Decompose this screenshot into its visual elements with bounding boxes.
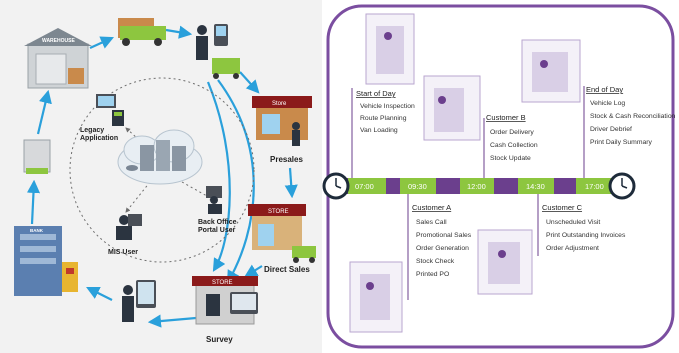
event-item: Print Outstanding Invoices [546,232,626,239]
bank-sign: BANK [30,228,44,233]
arrow-direct-to-survey [244,264,263,278]
event-item: Driver Debrief [590,126,632,133]
time-label: 09:30 [408,182,427,191]
presales-store-icon [252,96,312,146]
sales-rep-icon [122,280,156,322]
end-of-day-illustration [521,39,581,103]
arrow-driver-to-survey-2 [206,81,231,272]
event-item: Printed PO [416,271,449,278]
event-title: End of Day [586,85,623,94]
timeline-svg: 07:00 09:30 12:00 14:30 17:00 [322,4,676,349]
event-end-of-day: End of Day Vehicle Log Stock & Cash Reco… [586,85,676,146]
arrow-bank-to-van [26,179,41,225]
survey-store-icon [192,276,258,325]
start-of-day-illustration [365,13,415,85]
event-customer-b: Customer B Order Delivery Cash Collectio… [486,113,538,162]
event-item: Stock & Cash Reconciliation [590,113,676,120]
time-block-0930 [400,178,436,194]
time-label: 07:00 [355,182,374,191]
event-item: Stock Update [490,155,531,162]
survey-store-sign: STORE [212,280,233,286]
sales-cycle-svg: WAREHOUSE [14,18,316,344]
van-icon [23,139,51,174]
event-start-of-day: Start of Day Vehicle Inspection Route Pl… [356,89,415,134]
time-label: 14:30 [526,182,545,191]
event-item: Vehicle Log [590,100,625,107]
customer-b-illustration [423,75,481,141]
time-block-0700 [348,178,386,194]
start-clock-icon [322,172,350,200]
time-block-1700 [576,178,616,194]
event-customer-c: Customer C Unscheduled Visit Print Outst… [542,203,626,252]
day-timeline: 07:00 09:30 12:00 14:30 17:00 [322,0,679,353]
back-office-user-icon [206,186,222,214]
presales-label: Presales [270,155,303,164]
warehouse-icon [24,28,92,89]
customer-c-illustration [477,229,533,295]
event-title: Customer A [412,203,451,212]
survey-label: Survey [206,335,233,344]
mis-user-icon [116,214,142,240]
arrow-warehouse-to-truck [89,36,115,50]
event-item: Print Daily Summary [590,139,653,146]
cycle-arrows [26,25,298,328]
cloud-server-icon [117,129,203,185]
arrow-truck-to-driver [165,25,193,39]
sales-cycle-diagram: WAREHOUSE [0,0,322,353]
arrow-survey-to-rep [147,314,197,328]
event-item: Van Loading [360,127,398,134]
warehouse-label: WAREHOUSE [42,38,75,44]
event-item: Unscheduled Visit [546,219,600,226]
time-label: 12:00 [467,182,486,191]
event-item: Order Generation [416,245,469,252]
customer-a-illustration [349,261,403,333]
delivery-truck-icon [118,18,166,46]
direct-store-sign: STORE [268,209,289,215]
arrow-rep-to-bank [86,287,113,301]
event-title: Customer C [542,203,583,212]
arrow-driver-to-survey [217,79,255,284]
arrow-driver-to-presales [239,71,260,94]
event-title: Start of Day [356,89,396,98]
direct-sales-store-icon [248,204,316,263]
event-item: Cash Collection [490,142,538,149]
end-clock-icon [608,172,636,200]
time-block-1430 [518,178,554,194]
driver-handheld-icon [196,24,240,79]
event-item: Order Delivery [490,129,534,136]
event-item: Vehicle Inspection [360,103,415,110]
event-item: Sales Call [416,219,447,226]
presales-store-sign: Store [272,101,287,107]
time-block-1200 [460,178,494,194]
event-connectors [351,86,585,300]
arrow-van-to-warehouse [36,89,52,135]
time-label: 17:00 [585,182,604,191]
arrow-presales-to-direct [284,167,298,199]
event-item: Promotional Sales [416,232,472,239]
event-customer-a: Customer A Sales Call Promotional Sales … [412,203,472,278]
direct-sales-label: Direct Sales [264,265,310,274]
event-item: Stock Check [416,258,455,265]
event-item: Route Planning [360,115,407,122]
data-sync-ring [69,77,255,263]
legacy-computer-icon [96,94,124,126]
timeline-track [342,178,632,194]
event-item: Order Adjustment [546,245,599,252]
mis-user-label: MIS User [108,249,138,256]
bank-icon [14,226,78,296]
event-title: Customer B [486,113,526,122]
